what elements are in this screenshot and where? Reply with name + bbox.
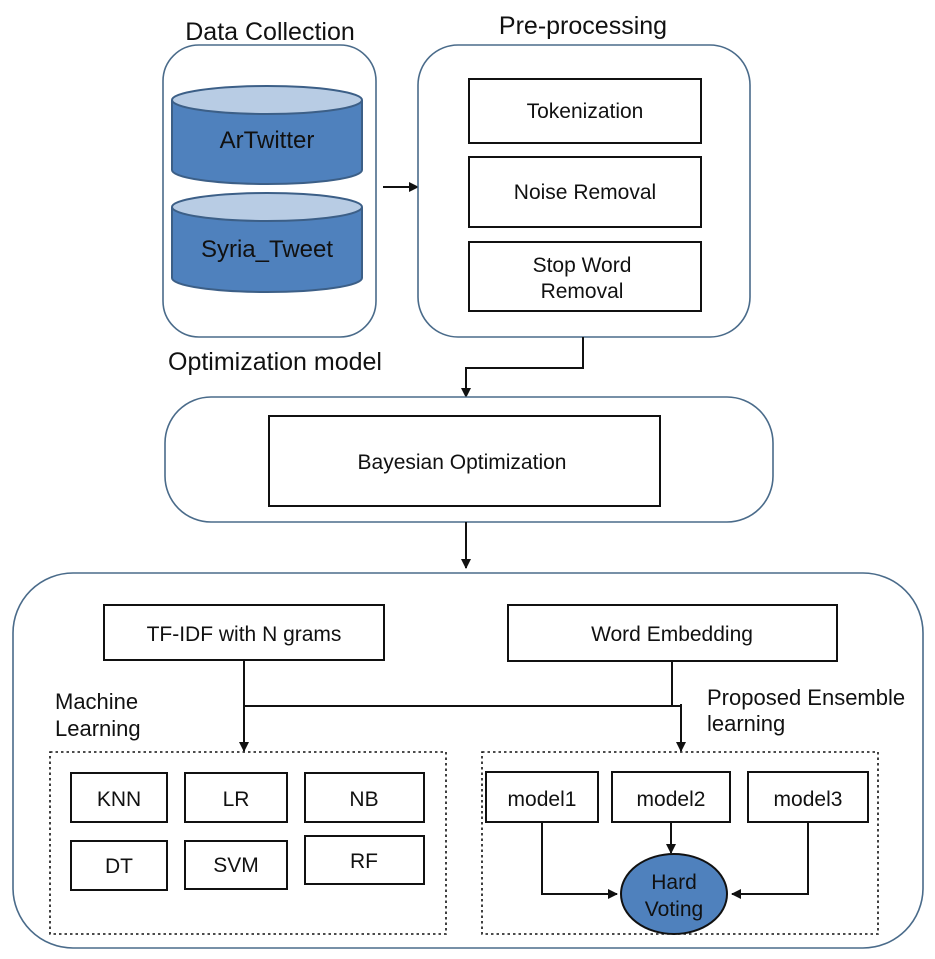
stop-word-label-line2: Removal [541, 280, 624, 303]
tfidf-box [103, 604, 385, 661]
machine-learning-title-line2: Learning [55, 716, 141, 741]
tokenization-box [468, 78, 702, 144]
noise-removal-label: Noise Removal [514, 181, 656, 204]
word-embedding-label: Word Embedding [591, 623, 753, 646]
arrow-model3-to-voting [731, 822, 809, 899]
stop-word-label-line1: Stop Word [533, 254, 632, 277]
tokenization-label: Tokenization [527, 100, 644, 123]
arrow-model1-to-voting [541, 822, 618, 899]
knn-label: KNN [97, 788, 141, 811]
hard-voting-label-line2: Voting [645, 898, 703, 921]
arrow-preprocessing-to-optimization [461, 337, 584, 398]
hard-voting-node [620, 853, 728, 935]
model2-label: model2 [637, 788, 706, 811]
dataset-label: Syria_Tweet [201, 236, 333, 263]
optimization-title: Optimization model [168, 348, 382, 376]
dataset-cylinder-artwitter: ArTwitter [171, 85, 363, 185]
data-collection-title: Data Collection [185, 18, 355, 46]
model1-label: model1 [508, 788, 577, 811]
machine-learning-title-line1: Machine [55, 689, 138, 714]
lr-label: LR [223, 788, 250, 811]
nb-label: NB [349, 788, 378, 811]
tfidf-label: TF-IDF with N grams [147, 623, 342, 646]
model1-box [485, 771, 599, 823]
dataset-cylinder-syria-tweet: Syria_Tweet [171, 192, 363, 293]
dataset-label: ArTwitter [220, 127, 315, 154]
machine-learning-group [49, 751, 447, 935]
model3-box [747, 771, 869, 823]
svm-label: SVM [213, 854, 259, 877]
hard-voting-label-line1: Hard [651, 871, 697, 894]
dt-box [70, 840, 168, 891]
model3-label: model3 [774, 788, 843, 811]
bayesian-optimization-label: Bayesian Optimization [358, 451, 567, 474]
stop-word-removal-box [468, 241, 702, 312]
word-embedding-box [507, 604, 838, 662]
svm-box [184, 840, 288, 890]
bayesian-optimization-box [268, 415, 661, 507]
preprocessing-title: Pre-processing [499, 12, 667, 40]
noise-removal-box [468, 156, 702, 228]
model2-box [611, 771, 731, 823]
nb-box [304, 772, 425, 823]
rf-box [304, 835, 425, 885]
dt-label: DT [105, 855, 133, 878]
ensemble-title-line2: learning [707, 711, 785, 736]
knn-box [70, 772, 168, 823]
lr-box [184, 772, 288, 823]
rf-label: RF [350, 850, 378, 873]
ensemble-title-line1: Proposed Ensemble [707, 685, 905, 710]
